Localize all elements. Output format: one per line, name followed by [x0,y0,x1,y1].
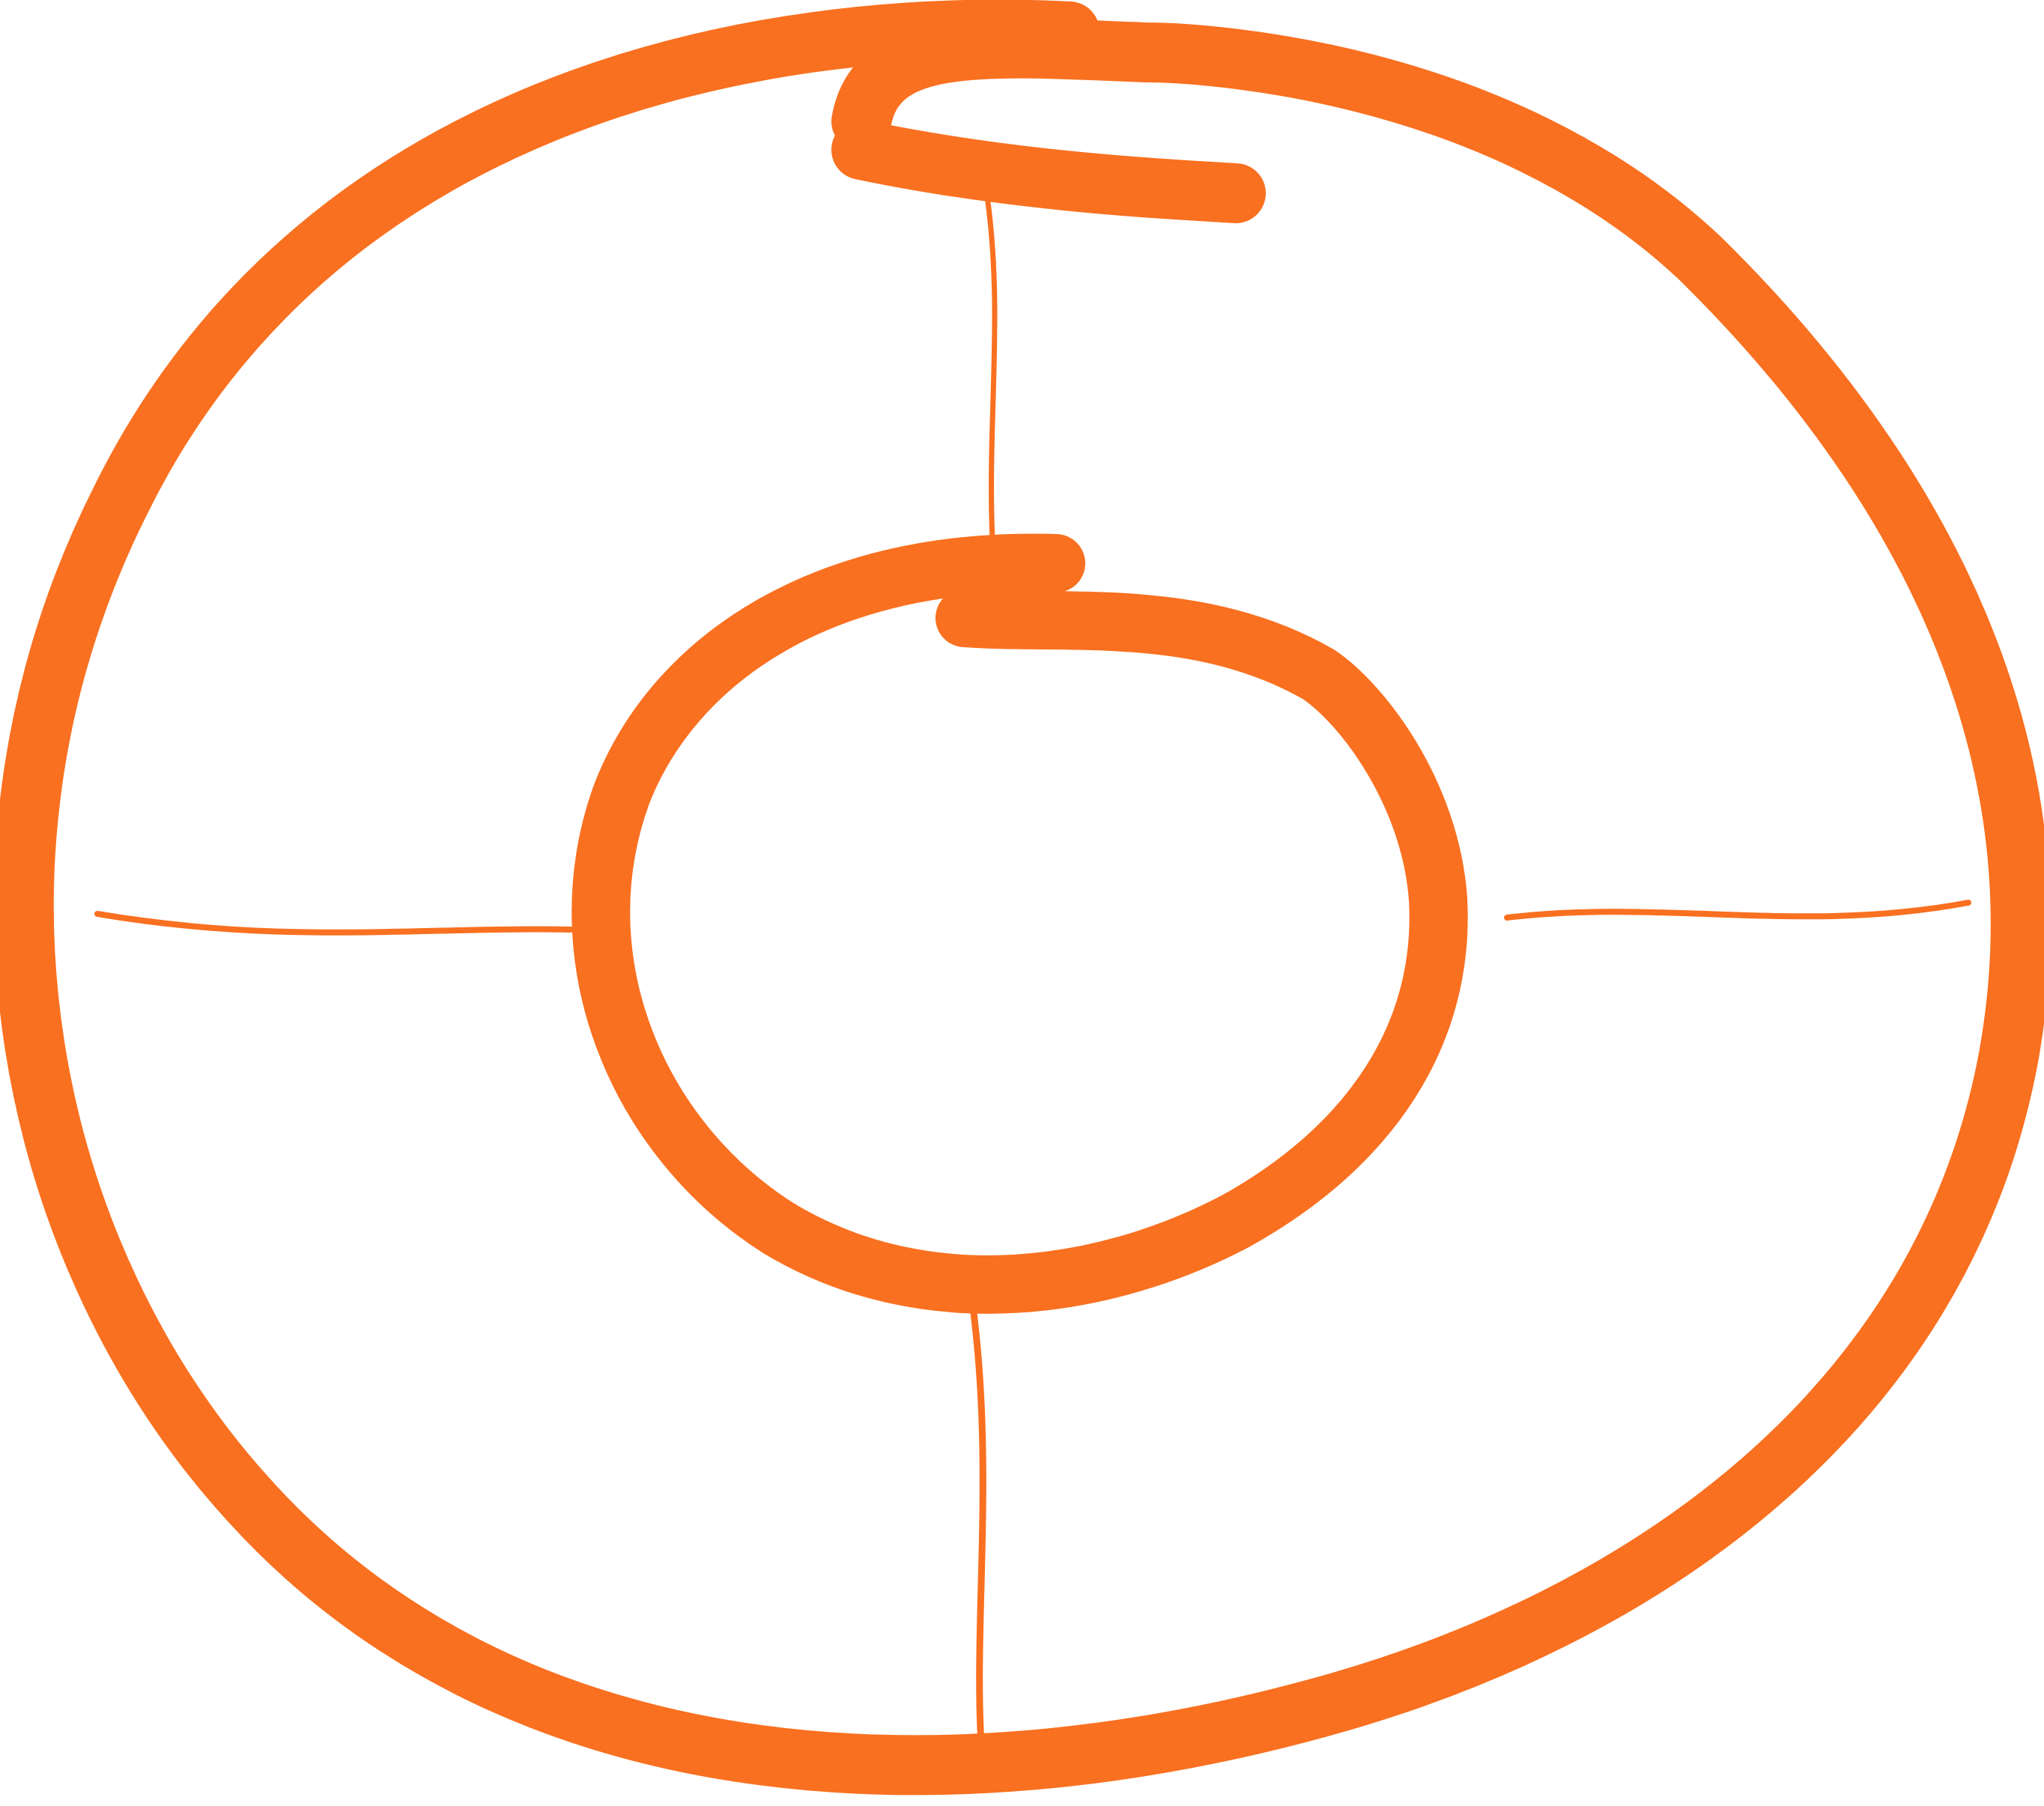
rope-lines [94,193,1971,1748]
inner-ring-stroke-1 [571,533,1468,1314]
inner-ring [571,533,1468,1314]
rope-left [94,911,574,936]
rope-top [984,193,998,542]
rope-right [1504,900,1971,921]
rope-bottom [968,1297,986,1748]
outer-ring-stroke-2 [831,120,1266,223]
